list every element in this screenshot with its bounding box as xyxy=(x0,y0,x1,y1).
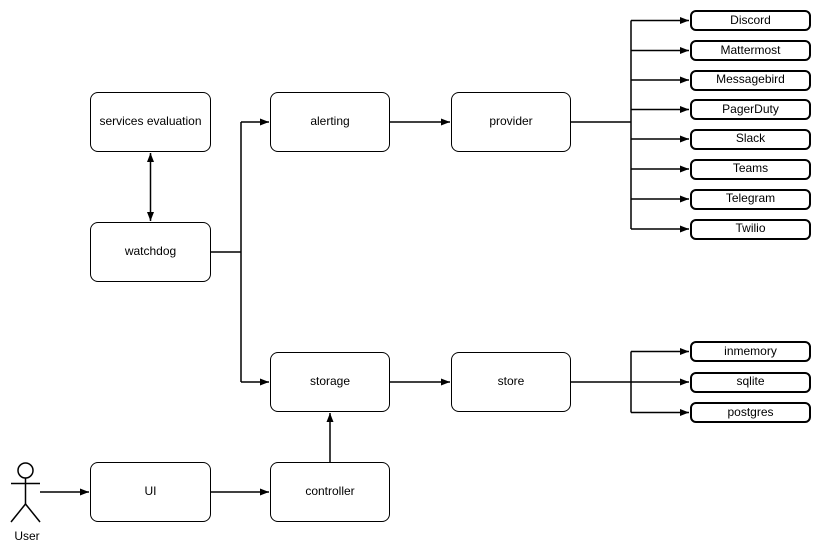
store-node-sqlite: sqlite xyxy=(690,371,811,393)
node-ui: UI xyxy=(90,462,211,522)
user-actor-icon xyxy=(10,462,41,523)
node-storage: storage xyxy=(270,352,390,412)
provider-node-telegram: Telegram xyxy=(690,188,811,210)
provider-node-mattermost: Mattermost xyxy=(690,40,811,61)
provider-node-slack: Slack xyxy=(690,128,811,150)
provider-node-teams: Teams xyxy=(690,158,811,180)
node-store: store xyxy=(451,352,571,412)
node-services-evaluation: services evaluation xyxy=(90,92,211,152)
node-watchdog: watchdog xyxy=(90,222,211,282)
provider-node-discord: Discord xyxy=(690,10,811,31)
store-node-postgres: postgres xyxy=(690,402,811,423)
provider-node-messagebird: Messagebird xyxy=(690,69,811,91)
node-provider: provider xyxy=(451,92,571,152)
user-actor-label: User xyxy=(14,529,40,543)
store-node-inmemory: inmemory xyxy=(690,341,811,362)
provider-node-twilio: Twilio xyxy=(690,218,811,240)
node-alerting: alerting xyxy=(270,92,390,152)
node-controller: controller xyxy=(270,462,390,522)
provider-node-pagerduty: PagerDuty xyxy=(690,99,811,120)
